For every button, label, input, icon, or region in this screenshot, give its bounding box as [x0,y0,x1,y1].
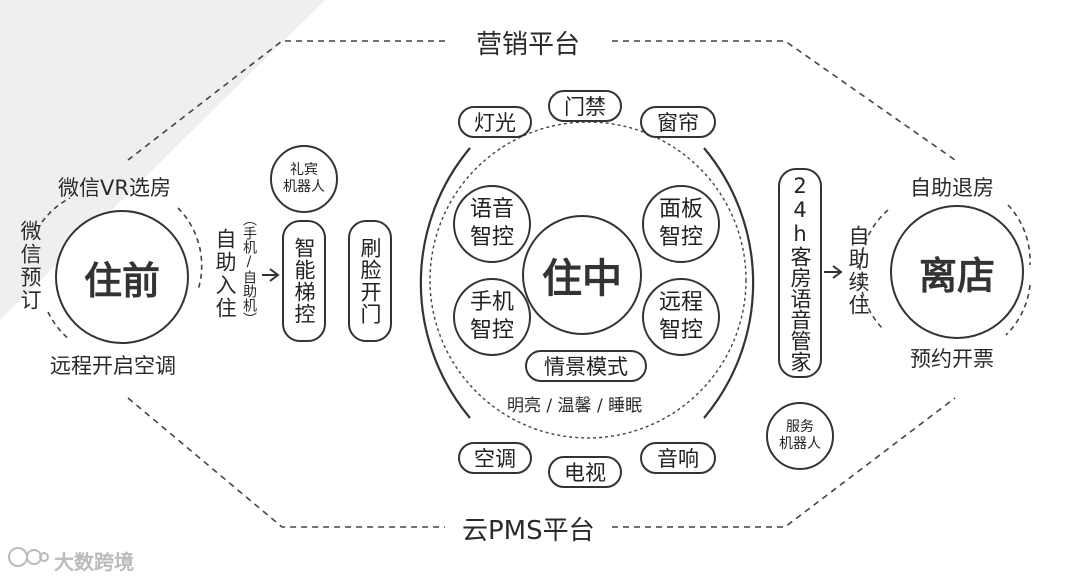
during-stay-circle: 住中 [522,215,642,335]
wechat-vr-room-label: 微信VR选房 [58,176,171,200]
device-access: 门禁 [548,90,622,122]
butler-pill: 24h客房语音管家 [778,168,822,378]
remote-ac-label: 远程开启空调 [50,354,176,378]
during-stay-title: 住中 [542,256,622,302]
checkout-title: 离店 [918,253,995,298]
before-stay-title: 住前 [83,258,160,303]
device-speaker: 音响 [640,442,716,474]
service-robot-circle: 服务 机器人 [766,402,834,470]
remote-control-circle: 远程 智控 [642,278,720,356]
reception-robot-circle: 礼宾 机器人 [270,145,338,213]
device-curtain: 窗帘 [640,106,716,138]
checkout-circle: 离店 [890,205,1024,339]
voice-control-label: 语音 智控 [469,197,514,250]
scene-options-text: 明亮 / 温馨 / 睡眠 [507,396,643,416]
before-stay-circle: 住前 [55,210,189,344]
scene-mode-pill: 情景模式 [525,350,647,382]
remote-control-label: 远程 智控 [658,290,703,343]
wechat-booking-label: 微信预订 [18,220,42,312]
self-checkin-label: 自助入住 [213,228,237,320]
self-checkout-label: 自助退房 [910,176,994,200]
marketing-platform-label: 营销平台 [476,30,581,60]
voice-control-circle: 语音 智控 [453,185,531,263]
watermark-text: 大数跨境 [54,550,134,574]
watermark-logo-icon [6,545,50,569]
device-light: 灯光 [458,106,532,138]
phone-control-label: 手机 智控 [469,290,514,343]
self-renew-label: 自助续住 [846,225,870,317]
phone-control-circle: 手机 智控 [453,278,531,356]
reception-robot-label: 礼宾 机器人 [283,162,325,195]
invoice-label: 预约开票 [910,347,994,371]
panel-control-label: 面板 智控 [658,197,703,250]
cloud-pms-platform-label: 云PMS平台 [462,516,595,546]
smart-elevator-pill: 智能梯控 [282,220,326,342]
self-checkin-note: （手机/自助机） [241,212,257,326]
service-robot-label: 服务 机器人 [779,419,821,452]
device-tv: 电视 [548,456,622,488]
device-ac: 空调 [458,442,532,474]
face-door-pill: 刷脸开门 [348,220,392,342]
panel-control-circle: 面板 智控 [642,185,720,263]
